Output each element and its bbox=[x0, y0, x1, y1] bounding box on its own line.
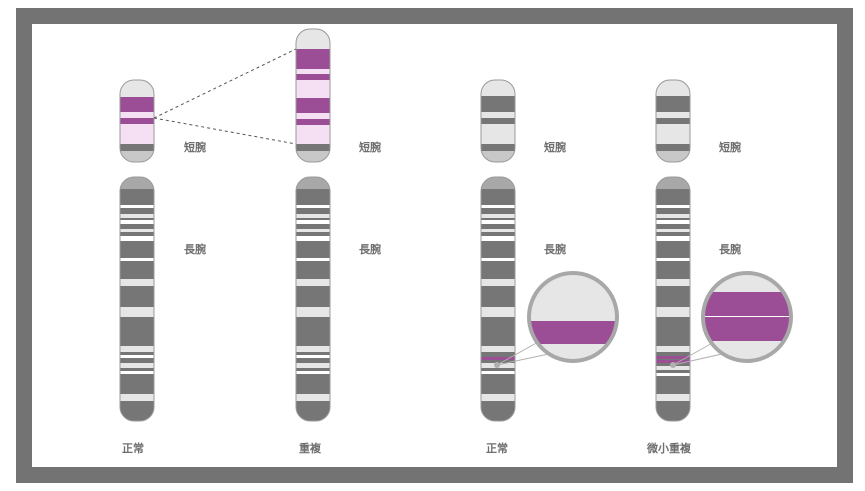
highlight-band bbox=[656, 360, 690, 363]
short-arm-2 bbox=[296, 29, 330, 162]
short-arm-1 bbox=[120, 80, 154, 162]
highlight-band bbox=[120, 118, 154, 124]
short-arm-label: 短腕 bbox=[359, 141, 381, 154]
magnifier-normal bbox=[529, 273, 617, 361]
chromosome-caption: 正常 bbox=[122, 442, 144, 455]
short-arm-3 bbox=[481, 80, 515, 162]
short-arm-4 bbox=[656, 80, 690, 162]
diagram-panel bbox=[16, 8, 853, 483]
chromosome-caption: 重複 bbox=[299, 442, 321, 455]
highlight-band bbox=[120, 124, 154, 144]
long-arm-2 bbox=[296, 177, 330, 421]
long-arm-label: 長腕 bbox=[544, 243, 566, 256]
long-arm-1 bbox=[120, 177, 154, 421]
long-arm-3 bbox=[481, 177, 515, 421]
highlight-band bbox=[703, 317, 791, 341]
highlight-band bbox=[481, 357, 515, 360]
chromosome-caption: 微小重複 bbox=[647, 442, 691, 455]
long-arm-4 bbox=[656, 177, 690, 421]
chromosome-2-duplication bbox=[295, 28, 331, 422]
chromosome-3-normal bbox=[480, 79, 619, 422]
highlight-band bbox=[703, 292, 791, 316]
short-arm-label: 短腕 bbox=[719, 141, 741, 154]
chromosome-4-microduplication bbox=[655, 79, 793, 422]
long-arm-label: 長腕 bbox=[184, 243, 206, 256]
connector-line bbox=[153, 117, 297, 145]
connector-line bbox=[153, 48, 297, 119]
magnifier-microduplication bbox=[703, 273, 791, 361]
highlight-band bbox=[120, 97, 154, 112]
highlight-band bbox=[120, 112, 154, 118]
highlight-band bbox=[529, 321, 617, 344]
chromosome-1-normal bbox=[119, 79, 155, 422]
short-arm-label: 短腕 bbox=[184, 141, 206, 154]
short-arm-label: 短腕 bbox=[544, 141, 566, 154]
highlight-band bbox=[656, 356, 690, 359]
long-arm-label: 長腕 bbox=[719, 243, 741, 256]
long-arm-label: 長腕 bbox=[359, 243, 381, 256]
chromosome-caption: 正常 bbox=[486, 442, 508, 455]
